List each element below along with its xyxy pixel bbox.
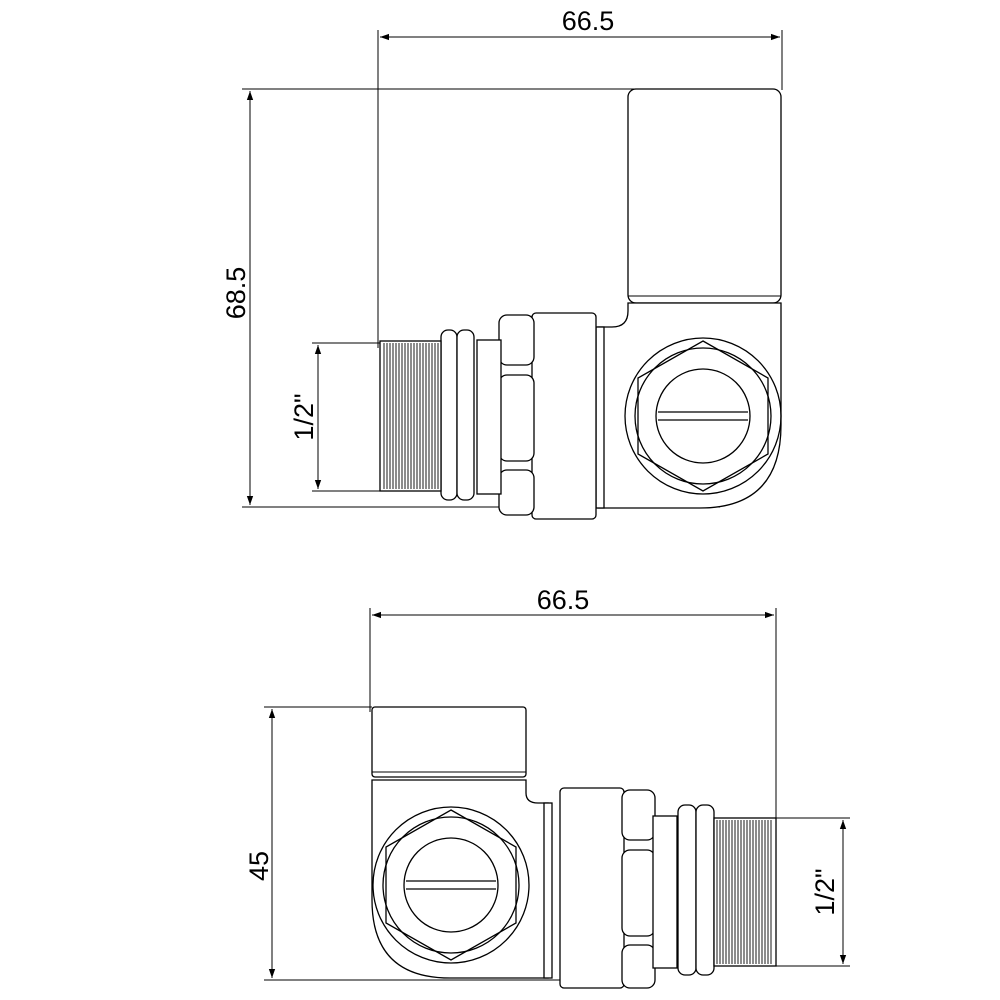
o-rings-bottom — [652, 804, 715, 976]
top-width-dimension: 66.5 — [377, 6, 783, 348]
bottom-thread-label: 1/2" — [810, 868, 840, 915]
bottom-height-dimension: 45 — [244, 706, 560, 981]
hex-nut-bottom — [559, 787, 656, 989]
top-view: 66.5 68.5 1/2" — [221, 6, 783, 520]
valve-body-bottom — [371, 779, 553, 979]
bottom-width-dimension: 66.5 — [369, 585, 777, 818]
valve-cap — [627, 88, 782, 304]
threaded-tail — [379, 340, 442, 492]
bottom-width-label: 66.5 — [537, 585, 590, 615]
o-rings — [440, 329, 502, 501]
threaded-tail-bottom — [713, 817, 777, 967]
bottom-height-label: 45 — [244, 851, 274, 881]
outlet-port — [624, 337, 782, 495]
top-thread-dimension: 1/2" — [289, 342, 380, 492]
bottom-thread-dimension: 1/2" — [776, 817, 850, 967]
top-thread-label: 1/2" — [289, 393, 319, 440]
outlet-port-bottom — [372, 806, 530, 964]
top-width-label: 66.5 — [562, 6, 615, 36]
hex-nut — [498, 312, 597, 520]
bottom-view: 66.5 45 1/2" — [244, 585, 850, 989]
top-height-label: 68.5 — [221, 267, 251, 320]
valve-cap-bottom — [371, 706, 527, 781]
top-height-dimension: 68.5 — [221, 88, 760, 508]
valve-body — [595, 302, 782, 509]
